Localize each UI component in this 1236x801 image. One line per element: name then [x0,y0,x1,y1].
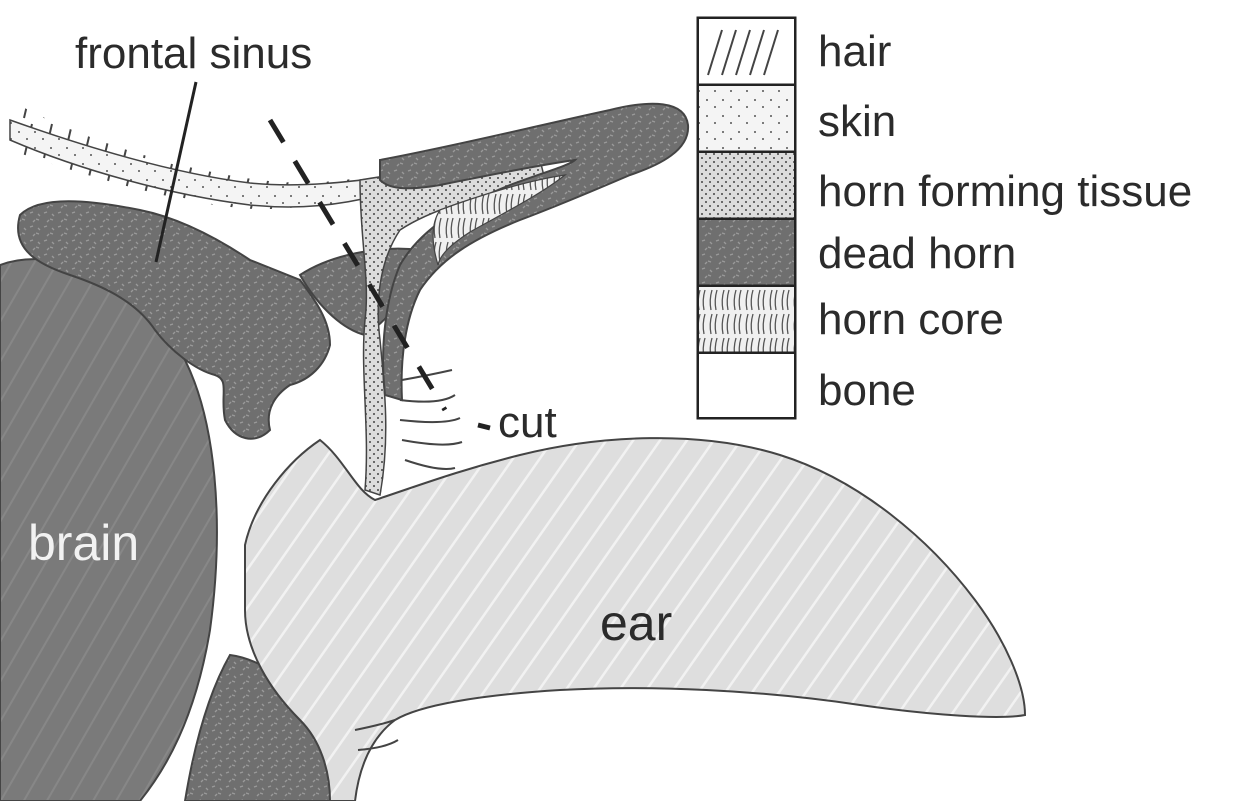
frontal-sinus-label: frontal sinus [75,29,312,78]
brain-label: brain [28,515,139,571]
legend-item-horn-core: horn core [698,287,1004,353]
legend-item-bone: bone [699,354,916,417]
dead-horn-sheath [380,104,688,400]
legend-label-bone: bone [818,366,916,415]
legend-label-horn-forming-tissue: horn forming tissue [818,167,1192,216]
legend-label-dead-horn: dead horn [818,229,1016,278]
legend-label-horn-core: horn core [818,295,1004,344]
legend-item-horn-forming-tissue: horn forming tissue [698,153,1192,219]
cut-dash [478,425,490,428]
cut-label: cut [498,398,557,447]
legend: hair skin horn forming tissue dead horn … [698,18,1192,418]
legend-label-skin: skin [818,97,896,146]
ear-label: ear [600,595,672,651]
legend-item-skin: skin [698,86,896,152]
legend-item-dead-horn: dead horn [698,220,1016,286]
legend-label-hair: hair [818,27,891,76]
